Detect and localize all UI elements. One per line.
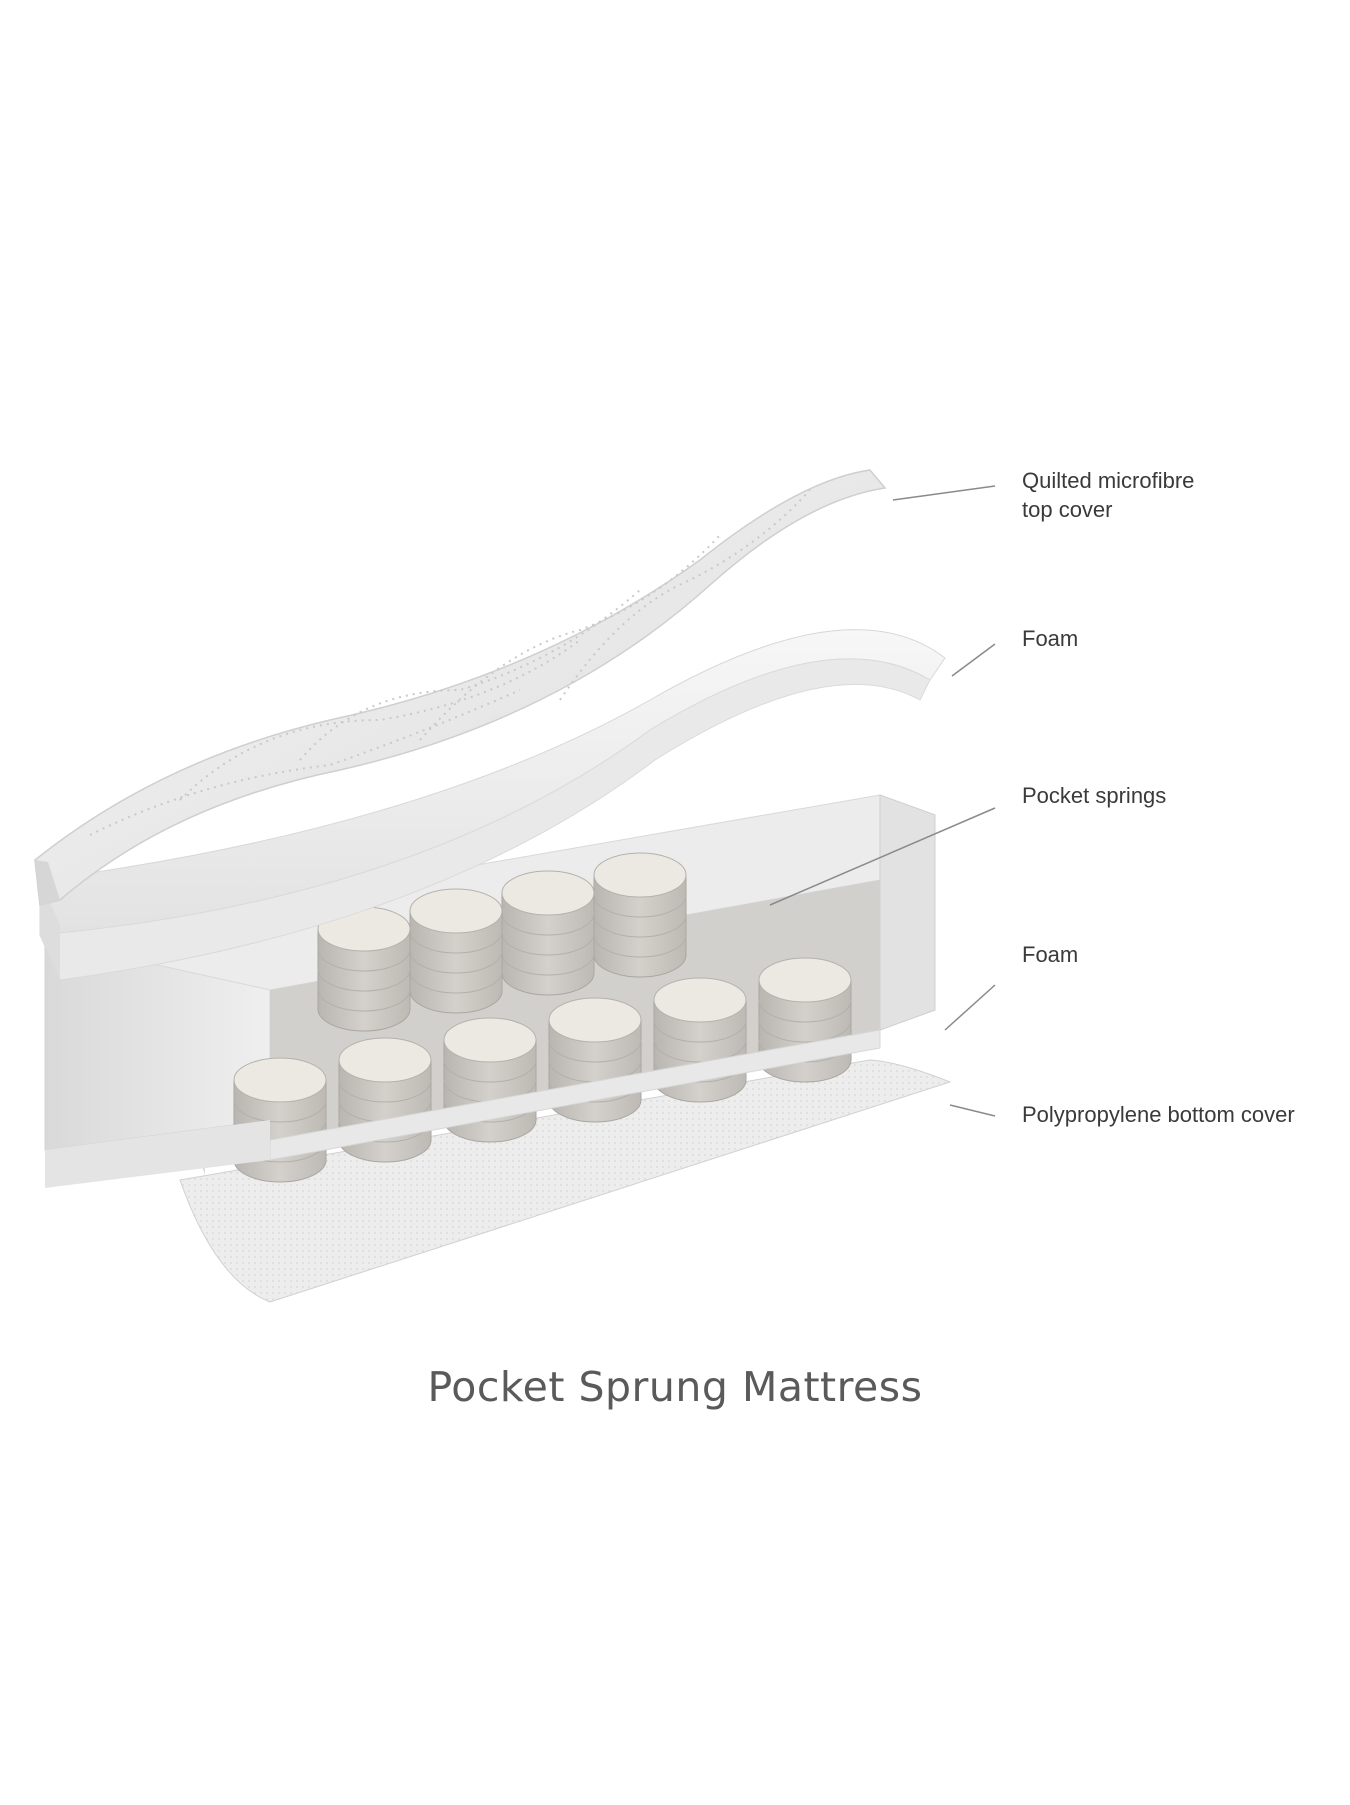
spring-pocket bbox=[593, 852, 687, 978]
leader-line-springs bbox=[769, 807, 996, 906]
callout-top-cover: Quilted microfibre top cover bbox=[1022, 468, 1195, 522]
leader-line-bottom-cover bbox=[949, 1104, 996, 1117]
spring-pocket bbox=[317, 906, 411, 1032]
callout-upper-foam: Foam bbox=[1022, 626, 1079, 651]
spring-pocket bbox=[501, 870, 595, 996]
callout-lower-foam: Foam bbox=[1022, 942, 1079, 967]
diagram-caption: Pocket Sprung Mattress bbox=[427, 1363, 923, 1411]
callout-pocket-springs: Pocket springs bbox=[1022, 783, 1167, 808]
callout-bottom-cover: Polypropylene bottom cover bbox=[1022, 1102, 1295, 1127]
quilted-top-cover bbox=[34, 469, 887, 906]
leader-line-top-cover bbox=[892, 485, 996, 501]
spring-pocket bbox=[409, 888, 503, 1014]
bottom-cover-layer bbox=[179, 1059, 952, 1303]
spring-pocket bbox=[233, 1057, 327, 1183]
leader-line-lower-foam bbox=[944, 984, 996, 1031]
leader-line-upper-foam bbox=[951, 643, 996, 677]
